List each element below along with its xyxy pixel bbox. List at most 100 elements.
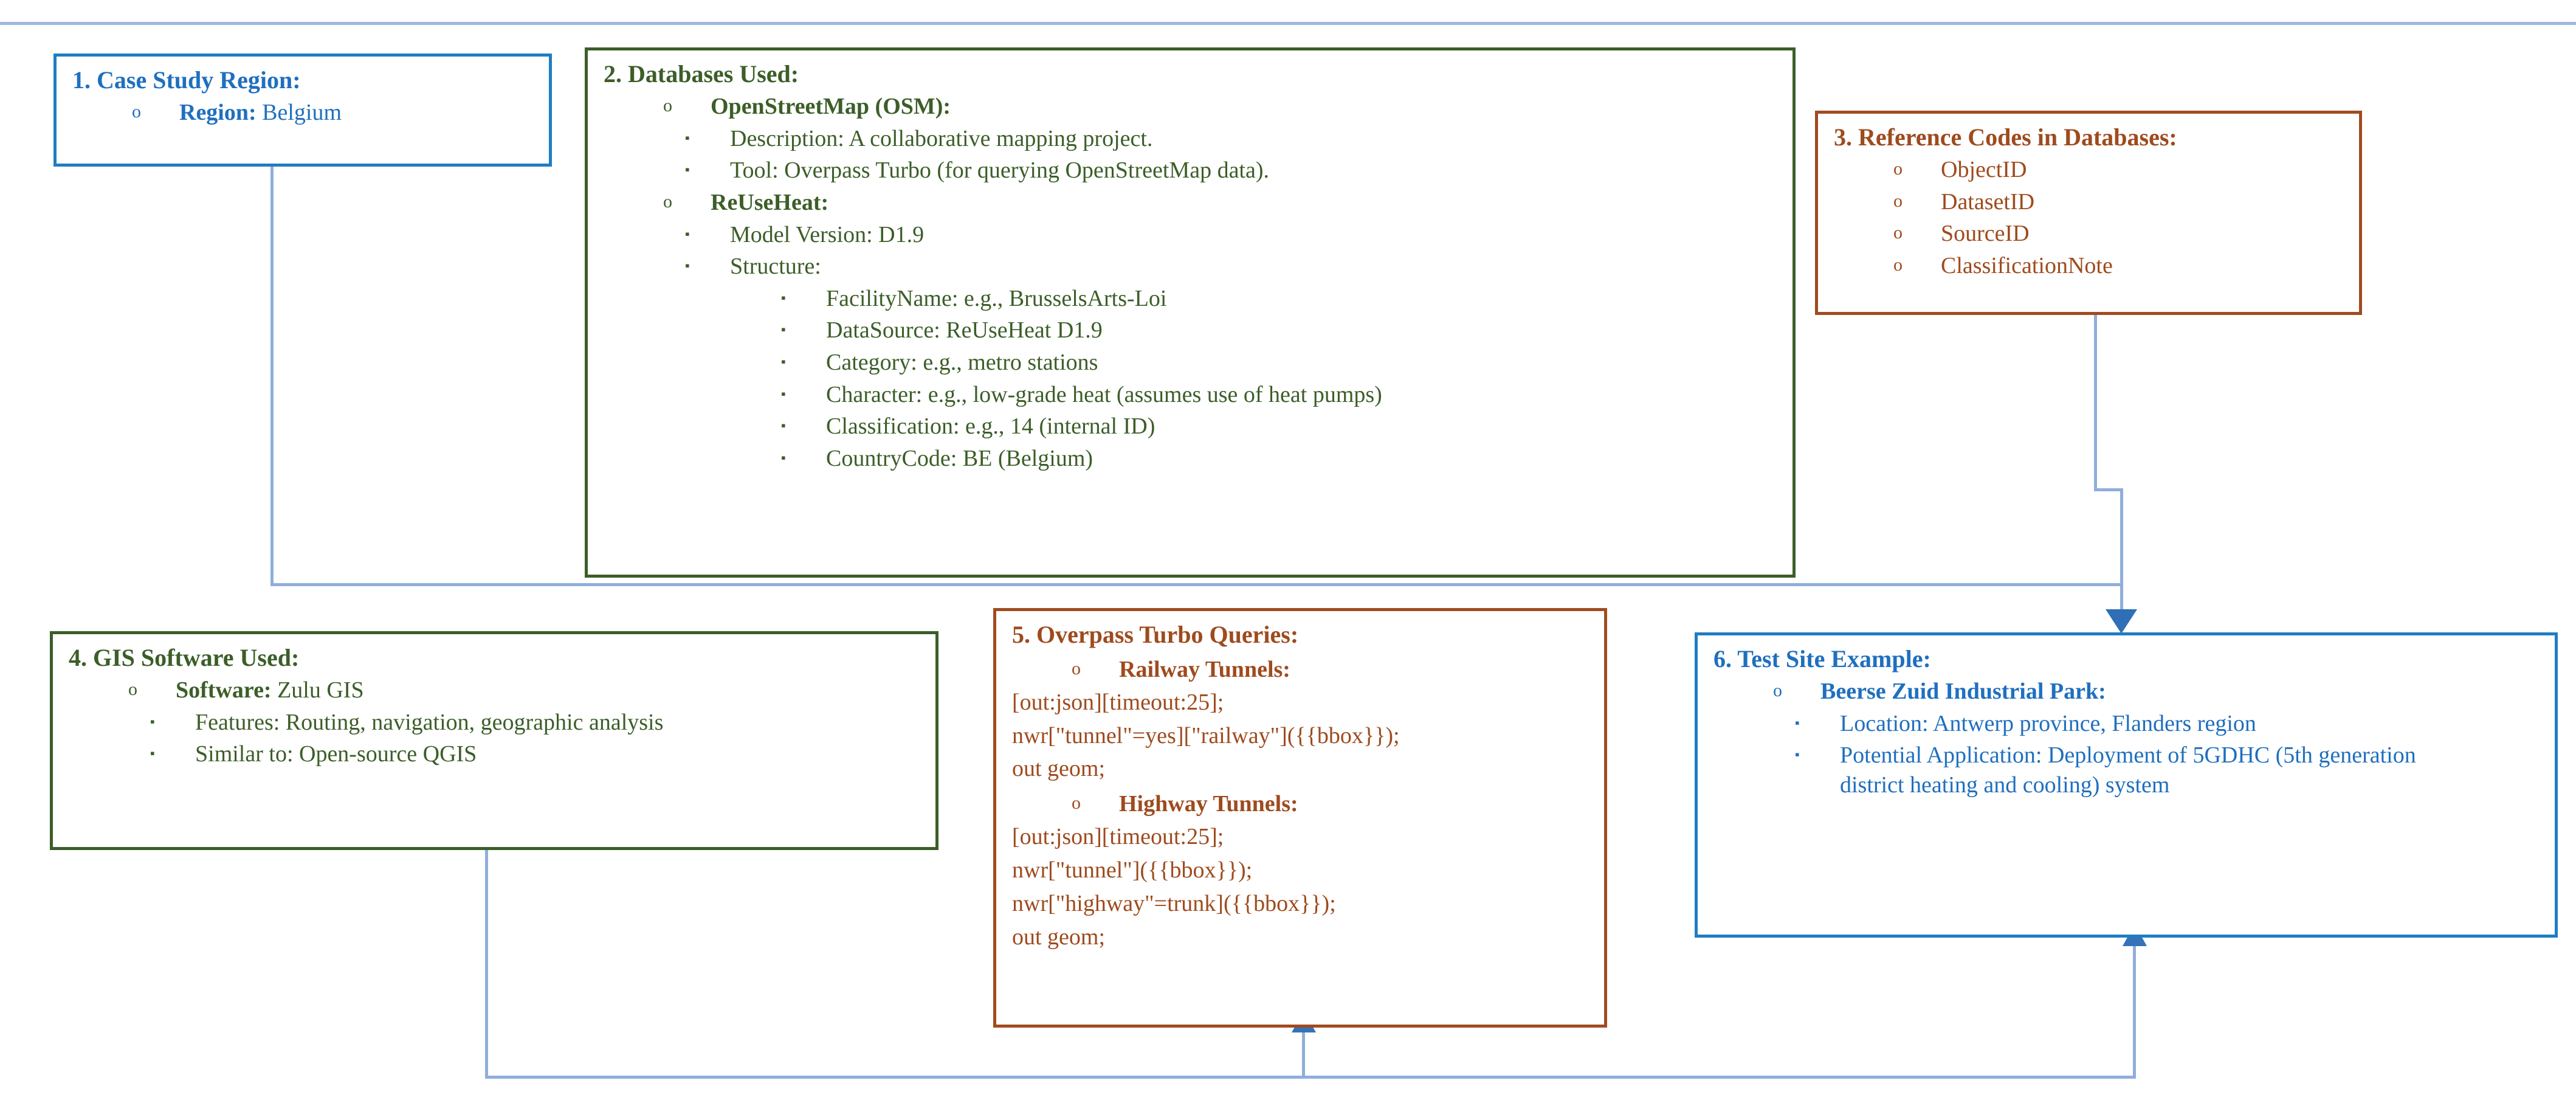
circle-bullet-icon: o bbox=[1893, 159, 1903, 179]
box3-item-classificationnote: ClassificationNote bbox=[1941, 252, 2113, 278]
list-item: ▪ Character: e.g., low-grade heat (assum… bbox=[758, 380, 1778, 410]
box5-railway-code-line: nwr["tunnel"=yes]["railway"]({{bbox}}); bbox=[1012, 722, 1400, 749]
square-bullet-icon: ▪ bbox=[1795, 714, 1800, 730]
circle-bullet-icon: o bbox=[1072, 659, 1081, 679]
box5-query-highway-heading: o Highway Tunnels: bbox=[1012, 789, 1589, 819]
box2-structure-datasource: DataSource: ReUseHeat D1.9 bbox=[826, 317, 1103, 344]
box5-highway-code-line: [out:json][timeout:25]; bbox=[1012, 823, 1224, 849]
list-item: ▪ Structure: bbox=[662, 252, 1778, 282]
box5-query-highway-name: Highway Tunnels: bbox=[1119, 791, 1298, 817]
circle-bullet-icon: o bbox=[1773, 680, 1782, 700]
square-bullet-icon: ▪ bbox=[685, 162, 690, 178]
list-item: ▪ CountryCode: BE (Belgium) bbox=[758, 444, 1778, 474]
circle-bullet-icon: o bbox=[1893, 254, 1903, 275]
box6-sublist: ▪ Location: Antwerp province, Flanders r… bbox=[1772, 709, 2540, 800]
box2-group-osm-label: OpenStreetMap (OSM): bbox=[711, 94, 951, 119]
box2-osm-item-description: Description: A collaborative mapping pro… bbox=[730, 125, 1153, 151]
box6-list: o Beerse Zuid Industrial Park: ▪ Locatio… bbox=[1713, 677, 2540, 800]
box6-title: 6. Test Site Example: bbox=[1713, 645, 1931, 673]
box4-software-label: Software: bbox=[176, 677, 272, 703]
circle-bullet-icon: o bbox=[128, 679, 137, 699]
square-bullet-icon: ▪ bbox=[685, 130, 690, 145]
box1-title: 1. Case Study Region: bbox=[72, 66, 301, 94]
box2-title: 2. Databases Used: bbox=[604, 60, 799, 88]
box2-group-reuseheat-label: ReUseHeat: bbox=[711, 189, 829, 215]
list-item: o Region: Belgium bbox=[72, 98, 534, 128]
box1-item-region-label: Region: bbox=[179, 100, 257, 125]
box4-software: Software: Zulu GIS bbox=[176, 676, 921, 705]
square-bullet-icon: ▪ bbox=[150, 713, 155, 729]
box-gis-software[interactable]: 4. GIS Software Used: o Software: Zulu G… bbox=[50, 631, 938, 850]
square-bullet-icon: ▪ bbox=[781, 354, 786, 369]
box-test-site-example[interactable]: 6. Test Site Example: o Beerse Zuid Indu… bbox=[1695, 632, 2558, 938]
box2-list: o OpenStreetMap (OSM): ▪ Description: A … bbox=[604, 92, 1778, 474]
square-bullet-icon: ▪ bbox=[150, 745, 155, 761]
box-databases-used[interactable]: 2. Databases Used: o OpenStreetMap (OSM)… bbox=[585, 47, 1796, 578]
box4-sublist: ▪ Features: Routing, navigation, geograp… bbox=[127, 708, 921, 769]
list-item: ▪ DataSource: ReUseHeat D1.9 bbox=[758, 316, 1778, 345]
list-item: ▪ Description: A collaborative mapping p… bbox=[662, 124, 1778, 154]
square-bullet-icon: ▪ bbox=[1795, 747, 1800, 762]
circle-bullet-icon: o bbox=[1893, 223, 1903, 243]
box-overpass-turbo-queries[interactable]: 5. Overpass Turbo Queries: o Railway Tun… bbox=[993, 608, 1607, 1028]
box4-software-value: Zulu GIS bbox=[271, 677, 364, 703]
list-item: ▪ Potential Application: Deployment of 5… bbox=[1772, 741, 2540, 800]
box3-item-objectid: ObjectID bbox=[1941, 157, 2027, 182]
box6-item-potential-application: Potential Application: Deployment of 5GD… bbox=[1840, 742, 2416, 798]
box-case-study-region[interactable]: 1. Case Study Region: o Region: Belgium bbox=[53, 54, 552, 167]
square-bullet-icon: ▪ bbox=[781, 322, 786, 337]
box2-osm-item-tool: Tool: Overpass Turbo (for querying OpenS… bbox=[730, 157, 1270, 184]
list-item: ▪ Category: e.g., metro stations bbox=[758, 348, 1778, 378]
box3-list: o ObjectID o DatasetID o SourceID o Clas… bbox=[1834, 155, 2344, 281]
connector-into-box6-vertical bbox=[2133, 944, 2136, 1077]
connector-box1-to-box6-vertical bbox=[270, 167, 274, 586]
box3-item-sourceid: SourceID bbox=[1941, 221, 2030, 247]
list-item-software: o Software: Zulu GIS bbox=[69, 676, 921, 705]
list-item: ▪ Similar to: Open-source QGIS bbox=[127, 739, 921, 769]
square-bullet-icon: ▪ bbox=[781, 289, 786, 305]
box3-item-datasetid: DatasetID bbox=[1941, 188, 2035, 215]
box4-item-features: Features: Routing, navigation, geographi… bbox=[195, 709, 664, 735]
connector-bottom-horizontal bbox=[485, 1076, 2136, 1079]
box6-site-name: Beerse Zuid Industrial Park: bbox=[1820, 679, 2106, 704]
box3-title: 3. Reference Codes in Databases: bbox=[1834, 123, 2177, 151]
box5-title: 5. Overpass Turbo Queries: bbox=[1012, 621, 1299, 648]
connector-box3-to-box6-vertical-a bbox=[2094, 315, 2097, 491]
box5-query-railway-heading: o Railway Tunnels: bbox=[1012, 655, 1589, 685]
list-item: ▪ Tool: Overpass Turbo (for querying Ope… bbox=[662, 156, 1778, 185]
box-reference-codes[interactable]: 3. Reference Codes in Databases: o Objec… bbox=[1815, 111, 2362, 315]
box2-reuseheat-item-model-version: Model Version: D1.9 bbox=[730, 221, 925, 247]
list-item: ▪ FacilityName: e.g., BrusselsArts-Loi bbox=[758, 284, 1778, 314]
connector-box3-to-box6-jog bbox=[2094, 488, 2123, 491]
circle-bullet-icon: o bbox=[1893, 190, 1903, 211]
box4-title: 4. GIS Software Used: bbox=[69, 644, 300, 671]
square-bullet-icon: ▪ bbox=[781, 449, 786, 465]
box1-item-region-value: Belgium bbox=[256, 100, 342, 125]
circle-bullet-icon: o bbox=[132, 102, 141, 122]
list-item: o SourceID bbox=[1834, 219, 2344, 249]
connector-box3-to-box6-vertical-b bbox=[2120, 488, 2123, 613]
box2-structure-sublist: ▪ FacilityName: e.g., BrusselsArts-Loi ▪… bbox=[758, 284, 1778, 474]
box4-list: o Software: Zulu GIS ▪ Features: Routing… bbox=[69, 676, 921, 769]
top-divider-rule bbox=[0, 22, 2576, 25]
box5-highway-code-line: out geom; bbox=[1012, 924, 1106, 950]
box4-item-similar-to: Similar to: Open-source QGIS bbox=[195, 741, 477, 767]
box2-osm-sublist: ▪ Description: A collaborative mapping p… bbox=[662, 124, 1778, 185]
list-item: o DatasetID bbox=[1834, 187, 2344, 217]
circle-bullet-icon: o bbox=[1072, 793, 1081, 814]
list-item-reuseheat: o ReUseHeat: bbox=[604, 188, 1778, 218]
box2-structure-facilityname: FacilityName: e.g., BrusselsArts-Loi bbox=[826, 285, 1167, 311]
list-item: o ClassificationNote bbox=[1834, 251, 2344, 281]
box2-reuseheat-sublist: ▪ Model Version: D1.9 ▪ Structure: ▪ Fac… bbox=[662, 220, 1778, 474]
box2-structure-classification: Classification: e.g., 14 (internal ID) bbox=[826, 413, 1155, 440]
list-item: ▪ Model Version: D1.9 bbox=[662, 220, 1778, 250]
connector-into-box5-vertical bbox=[1302, 1030, 1305, 1077]
box2-structure-character: Character: e.g., low-grade heat (assumes… bbox=[826, 381, 1382, 407]
square-bullet-icon: ▪ bbox=[685, 258, 690, 274]
connector-box4-bottom-vertical bbox=[485, 850, 488, 1077]
circle-bullet-icon: o bbox=[663, 191, 672, 212]
connector-box1-to-box6-horizontal bbox=[270, 583, 2121, 586]
box1-list: o Region: Belgium bbox=[72, 98, 534, 128]
list-item-site: o Beerse Zuid Industrial Park: bbox=[1713, 677, 2540, 707]
